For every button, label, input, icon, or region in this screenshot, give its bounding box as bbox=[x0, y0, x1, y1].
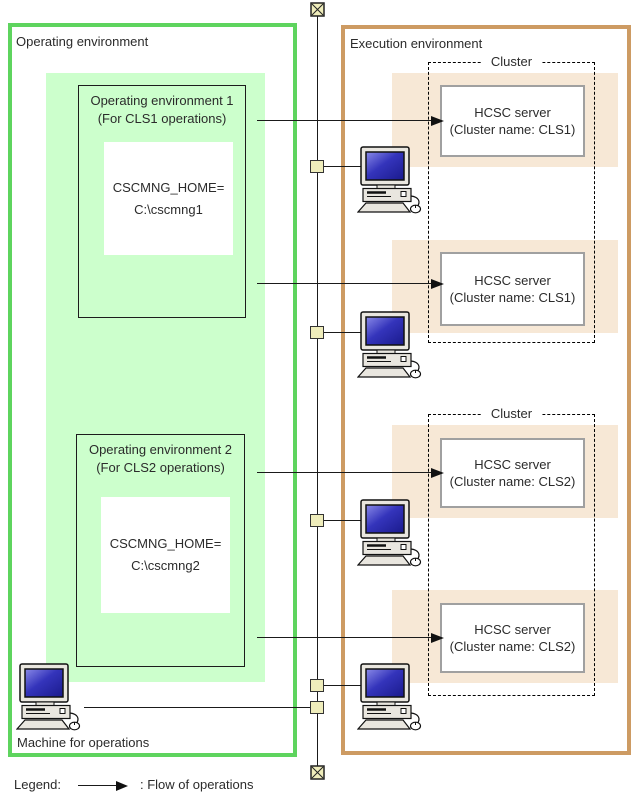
hcsc-server-4-name: HCSC server bbox=[474, 622, 551, 637]
stub-line-1 bbox=[324, 166, 366, 167]
hcsc-server-3-box: HCSC server (Cluster name: CLS2) bbox=[440, 438, 585, 508]
legend-arrow-line bbox=[78, 785, 116, 786]
hcsc-server-1-detail: (Cluster name: CLS1) bbox=[449, 122, 576, 137]
flow-arrow-1-head bbox=[431, 116, 444, 126]
operating-environment-2-subtitle: (For CLS2 operations) bbox=[96, 460, 225, 475]
cluster-2-box: Cluster bbox=[428, 406, 595, 696]
network-terminator-top-icon bbox=[310, 2, 325, 17]
legend-label: Legend: bbox=[14, 777, 61, 792]
flow-arrow-2-line bbox=[257, 283, 431, 284]
cscmng-home-2-line2: C:\cscmng2 bbox=[131, 558, 200, 573]
hcsc-server-4-box: HCSC server (Cluster name: CLS2) bbox=[440, 603, 585, 673]
hcsc-server-4-detail: (Cluster name: CLS2) bbox=[449, 639, 576, 654]
operating-environment-title: Operating environment bbox=[16, 34, 149, 49]
hcsc-server-2-name: HCSC server bbox=[474, 273, 551, 288]
operating-environment-1-title: Operating environment 1 bbox=[90, 93, 234, 108]
hcsc-server-2-detail: (Cluster name: CLS1) bbox=[449, 290, 576, 305]
operating-environment-2-title: Operating environment 2 bbox=[88, 442, 233, 457]
flow-arrow-4-head bbox=[431, 633, 444, 643]
flow-arrow-1-line bbox=[257, 120, 431, 121]
hcsc-server-1-box: HCSC server (Cluster name: CLS1) bbox=[440, 85, 585, 157]
hcsc-server-3-detail: (Cluster name: CLS2) bbox=[449, 474, 576, 489]
network-node-4 bbox=[310, 679, 324, 692]
operations-machine-label: Machine for operations bbox=[17, 735, 150, 750]
cscmng-home-1-line2: C:\cscmng1 bbox=[134, 201, 203, 217]
client-computer-3-icon bbox=[357, 498, 423, 568]
flow-arrow-3-head bbox=[431, 468, 444, 478]
cscmng-home-2-box: CSCMNG_HOME= C:\cscmng2 bbox=[101, 497, 230, 613]
cluster-2-label: Cluster bbox=[480, 406, 543, 422]
hcsc-server-2-box: HCSC server (Cluster name: CLS1) bbox=[440, 252, 585, 326]
hcsc-server-3-name: HCSC server bbox=[474, 457, 551, 472]
cluster-1-label: Cluster bbox=[480, 54, 543, 70]
operating-environment-1-subtitle: (For CLS1 operations) bbox=[97, 111, 227, 126]
network-node-3 bbox=[310, 514, 324, 527]
stub-line-3 bbox=[324, 520, 366, 521]
network-node-5 bbox=[310, 701, 324, 714]
operating-environment-1-box: Operating environment 1 (For CLS1 operat… bbox=[78, 85, 246, 318]
cscmng-home-1-box: CSCMNG_HOME= C:\cscmng1 bbox=[104, 142, 233, 255]
flow-arrow-4-line bbox=[257, 637, 431, 638]
network-line bbox=[317, 15, 318, 766]
cscmng-home-2-line1: CSCMNG_HOME= bbox=[109, 536, 222, 551]
legend-arrow-head bbox=[116, 781, 128, 791]
client-computer-4-icon bbox=[357, 662, 423, 732]
flow-arrow-3-line bbox=[257, 472, 431, 473]
network-terminator-bottom-icon bbox=[310, 765, 325, 780]
operations-machine-icon bbox=[16, 662, 82, 732]
flow-arrow-2-head bbox=[431, 279, 444, 289]
cluster-1-box: Cluster bbox=[428, 54, 595, 343]
stub-line-4 bbox=[324, 685, 366, 686]
hcsc-server-1-name: HCSC server bbox=[474, 105, 551, 120]
stub-line-2 bbox=[324, 332, 366, 333]
network-node-2 bbox=[310, 326, 324, 339]
stub-line-operations-machine bbox=[84, 707, 310, 708]
cscmng-home-1-line1: CSCMNG_HOME= bbox=[112, 179, 225, 195]
execution-environment-title: Execution environment bbox=[350, 36, 483, 51]
client-computer-2-icon bbox=[357, 310, 423, 380]
network-node-1 bbox=[310, 160, 324, 173]
client-computer-1-icon bbox=[357, 145, 423, 215]
operating-environment-2-box: Operating environment 2 (For CLS2 operat… bbox=[76, 434, 245, 667]
legend-flow-label: : Flow of operations bbox=[140, 777, 254, 792]
